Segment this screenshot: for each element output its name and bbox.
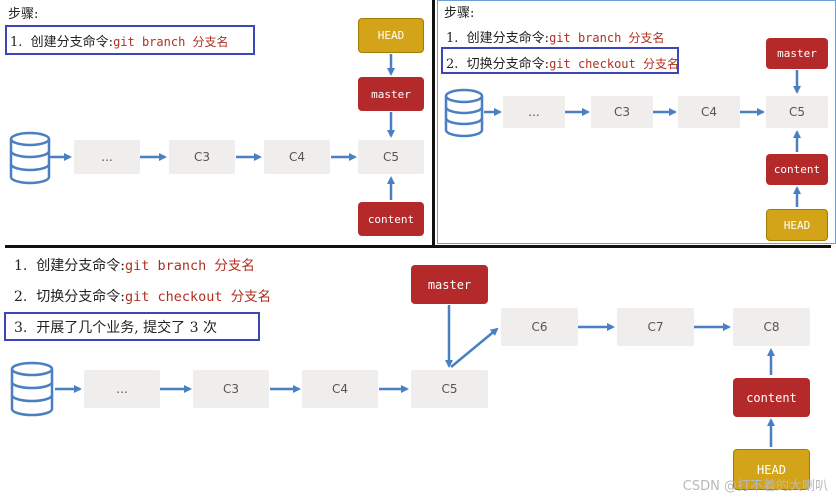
- step-code: git checkout 分支名: [549, 57, 679, 71]
- commit-node-c5: C5: [358, 140, 424, 174]
- commit-node-c4: C4: [678, 96, 740, 128]
- step-text: 切换分支命令:: [36, 289, 125, 305]
- step-text: 创建分支命令:: [30, 35, 114, 50]
- step-2: 2. 切换分支命令:git checkout 分支名: [446, 53, 679, 72]
- commit-node-c4: C4: [264, 140, 330, 174]
- step-3: 3. 开展了几个业务, 提交了 3 次: [14, 317, 217, 337]
- database-icon: [444, 88, 484, 138]
- step-code: git branch 分支名: [124, 258, 255, 274]
- head-pointer: HEAD: [733, 449, 810, 490]
- step-1: 1. 创建分支命令:git branch 分支名: [446, 27, 665, 46]
- step-number: 1.: [446, 31, 459, 46]
- commit-node-c6: C6: [501, 308, 578, 346]
- commit-node-ellipsis: ...: [84, 370, 160, 408]
- step-code: git branch 分支名: [549, 31, 665, 45]
- branch-master: master: [358, 77, 424, 111]
- step-text: 创建分支命令:: [36, 258, 125, 274]
- commit-node-c4: C4: [302, 370, 378, 408]
- commit-node-c8: C8: [733, 308, 810, 346]
- commit-node-c3: C3: [591, 96, 653, 128]
- branch-content: content: [733, 378, 810, 417]
- branch-master: master: [766, 38, 828, 69]
- step-number: 3.: [14, 320, 28, 336]
- step-number: 2.: [14, 289, 28, 305]
- commit-node-c7: C7: [617, 308, 694, 346]
- highlight-box: [4, 312, 260, 341]
- commit-node-ellipsis: ...: [503, 96, 565, 128]
- head-pointer: HEAD: [766, 209, 828, 241]
- highlight-box: [441, 47, 679, 74]
- step-2: 2. 切换分支命令:git checkout 分支名: [14, 285, 271, 306]
- step-1: 1. 创建分支命令:git branch 分支名: [10, 31, 229, 50]
- branch-master: master: [411, 265, 488, 304]
- steps-header: 步骤:: [444, 6, 475, 21]
- step-text: 创建分支命令:: [466, 31, 550, 46]
- branch-content: content: [766, 154, 828, 185]
- commit-node-c3: C3: [169, 140, 235, 174]
- commit-node-c5: C5: [766, 96, 828, 128]
- head-pointer: HEAD: [358, 18, 424, 53]
- highlight-box: [5, 25, 255, 55]
- database-icon: [10, 361, 54, 417]
- step-code: git branch 分支名: [113, 35, 229, 49]
- commit-node-c3: C3: [193, 370, 269, 408]
- step-number: 1.: [10, 35, 23, 50]
- panel1-right-border: [432, 0, 435, 246]
- commit-node-ellipsis: ...: [74, 140, 140, 174]
- watermark: CSDN @打不着的大喇叭: [682, 479, 828, 494]
- step-number: 2.: [446, 57, 459, 72]
- branch-content: content: [358, 202, 424, 236]
- commit-node-c5: C5: [411, 370, 488, 408]
- step-text: 开展了几个业务, 提交了 3 次: [36, 320, 217, 336]
- step-code: git checkout 分支名: [124, 289, 272, 305]
- horizontal-divider: [5, 245, 831, 248]
- database-icon: [9, 131, 51, 185]
- steps-header: 步骤:: [8, 7, 39, 22]
- step-1: 1. 创建分支命令:git branch 分支名: [14, 254, 255, 275]
- step-text: 切换分支命令:: [466, 57, 550, 72]
- step-number: 1.: [14, 258, 28, 274]
